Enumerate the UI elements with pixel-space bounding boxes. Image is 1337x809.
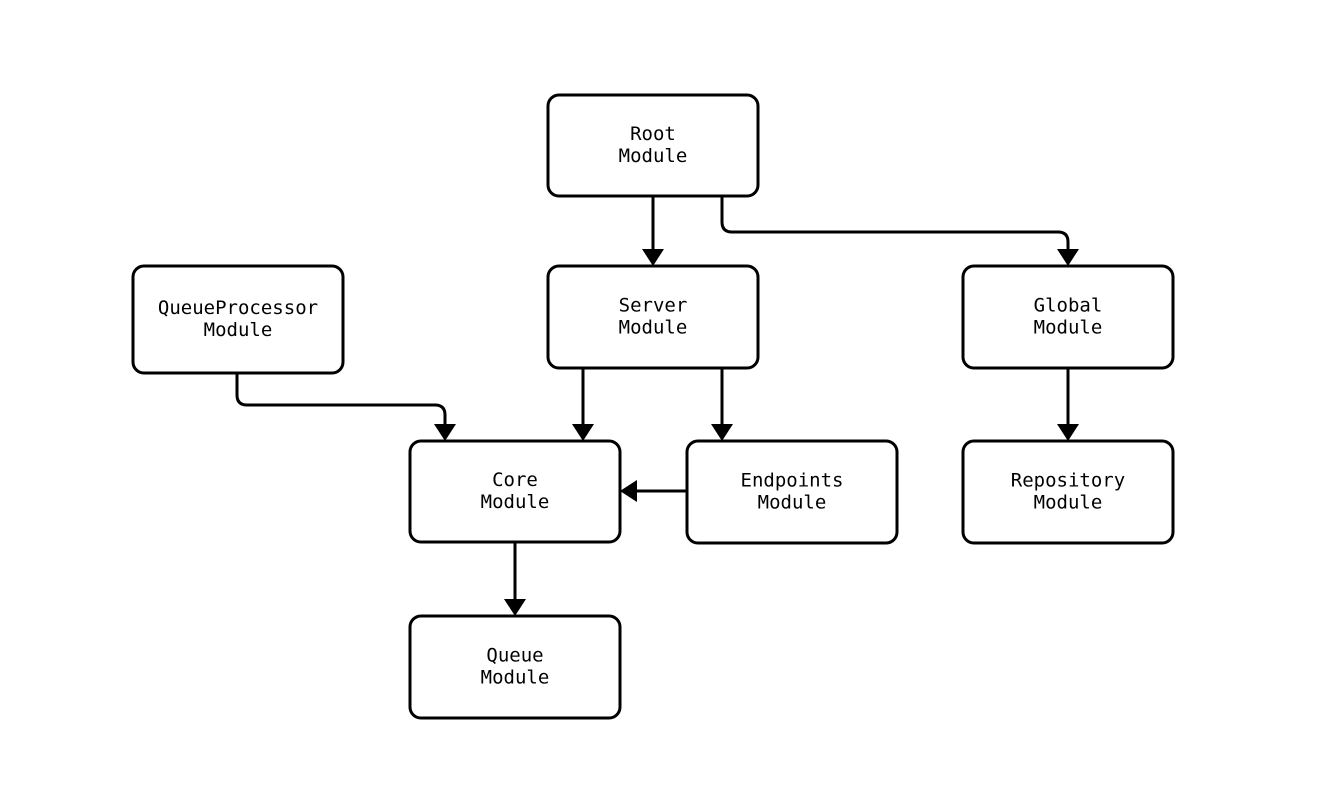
node-box[interactable] bbox=[546, 264, 760, 370]
edge-line bbox=[235, 373, 447, 427]
node-box[interactable] bbox=[961, 264, 1175, 370]
node-label-line2: Module bbox=[481, 491, 550, 513]
edge-line bbox=[720, 196, 1070, 252]
arrowhead-icon bbox=[1057, 249, 1079, 266]
node-label-line2: Module bbox=[619, 317, 688, 339]
node-label-line2: Module bbox=[619, 145, 688, 167]
node-label-line1: Server bbox=[619, 295, 688, 317]
edge-root-to-global bbox=[720, 196, 1079, 266]
edge-queueprocessor-to-core bbox=[235, 373, 456, 441]
node-label-line1: Root bbox=[630, 123, 676, 145]
node-box[interactable] bbox=[546, 93, 760, 198]
edge-endpoints-to-core bbox=[620, 480, 687, 502]
edge-server-to-core bbox=[572, 368, 594, 441]
node-label-line1: Core bbox=[492, 469, 538, 491]
node-label-line2: Module bbox=[204, 319, 273, 341]
arrowhead-icon bbox=[1057, 424, 1079, 441]
edges-layer bbox=[235, 196, 1079, 616]
arrowhead-icon bbox=[711, 424, 733, 441]
node-label-line1: Repository bbox=[1011, 470, 1125, 492]
edge-root-to-server bbox=[642, 196, 664, 266]
arrowhead-icon bbox=[504, 599, 526, 616]
node-box[interactable] bbox=[408, 614, 622, 720]
node-label-line1: Queue bbox=[486, 645, 543, 667]
node-box[interactable] bbox=[408, 439, 622, 544]
node-label-line2: Module bbox=[1034, 492, 1103, 514]
node-label-line1: Endpoints bbox=[741, 470, 844, 492]
nodes-layer: RootModuleQueueProcessorModuleServerModu… bbox=[131, 93, 1175, 720]
edge-server-to-endpoints bbox=[711, 368, 733, 441]
node-label-line1: Global bbox=[1034, 295, 1103, 317]
node-box[interactable] bbox=[685, 439, 899, 545]
arrowhead-icon bbox=[434, 424, 456, 441]
node-box[interactable] bbox=[131, 264, 345, 375]
arrowhead-icon bbox=[642, 249, 664, 266]
arrowhead-icon bbox=[572, 424, 594, 441]
node-label-line2: Module bbox=[758, 492, 827, 514]
edge-core-to-queue bbox=[504, 542, 526, 616]
arrowhead-icon bbox=[620, 480, 637, 502]
node-box[interactable] bbox=[961, 439, 1175, 545]
edge-global-to-repository bbox=[1057, 368, 1079, 441]
node-label-line1: QueueProcessor bbox=[158, 297, 318, 319]
node-label-line2: Module bbox=[481, 667, 550, 689]
node-label-line2: Module bbox=[1034, 317, 1103, 339]
